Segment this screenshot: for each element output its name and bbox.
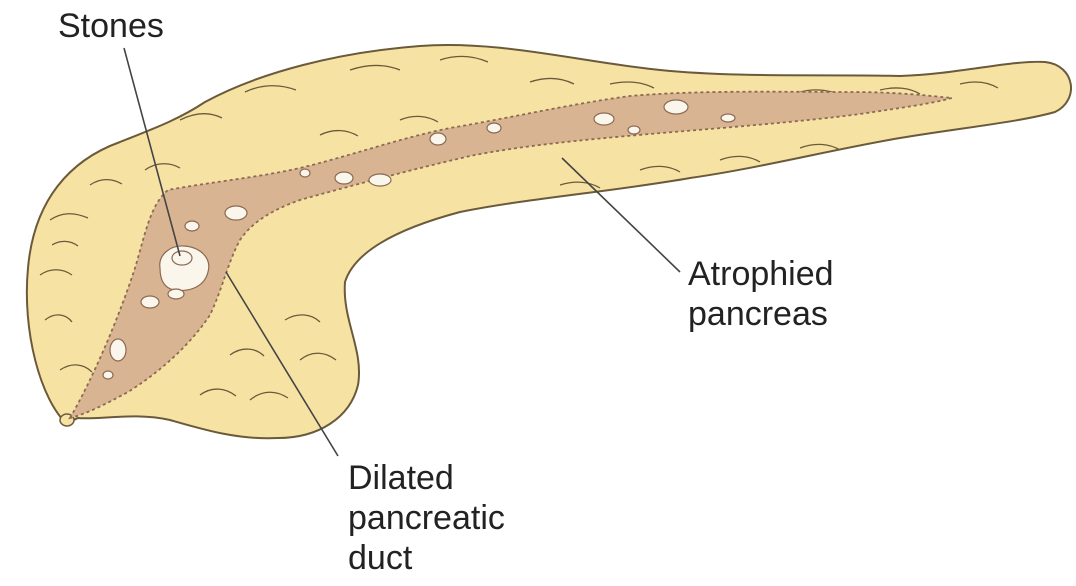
stone bbox=[335, 172, 353, 184]
stone bbox=[430, 133, 446, 145]
stone bbox=[110, 339, 126, 361]
stone bbox=[300, 169, 310, 177]
label-duct-line-2: pancreatic bbox=[348, 498, 505, 538]
stone bbox=[628, 126, 640, 134]
label-stones: Stones bbox=[58, 6, 164, 46]
label-dilated-pancreatic-duct: Dilated pancreatic duct bbox=[348, 458, 505, 578]
label-stones-text: Stones bbox=[58, 6, 164, 46]
stone bbox=[185, 221, 199, 231]
stone bbox=[168, 289, 184, 299]
stone bbox=[172, 251, 192, 265]
stone bbox=[664, 100, 688, 114]
label-atrophied-line-1: Atrophied bbox=[688, 254, 834, 294]
stone bbox=[594, 113, 614, 125]
stone bbox=[141, 296, 159, 308]
label-atrophied-line-2: pancreas bbox=[688, 294, 834, 334]
label-duct-line-1: Dilated bbox=[348, 458, 505, 498]
stone bbox=[225, 206, 247, 220]
label-atrophied-pancreas: Atrophied pancreas bbox=[688, 254, 834, 334]
stone bbox=[721, 114, 735, 122]
stone bbox=[487, 123, 501, 133]
label-duct-line-3: duct bbox=[348, 538, 505, 578]
stone bbox=[103, 371, 113, 379]
stone bbox=[369, 174, 391, 186]
